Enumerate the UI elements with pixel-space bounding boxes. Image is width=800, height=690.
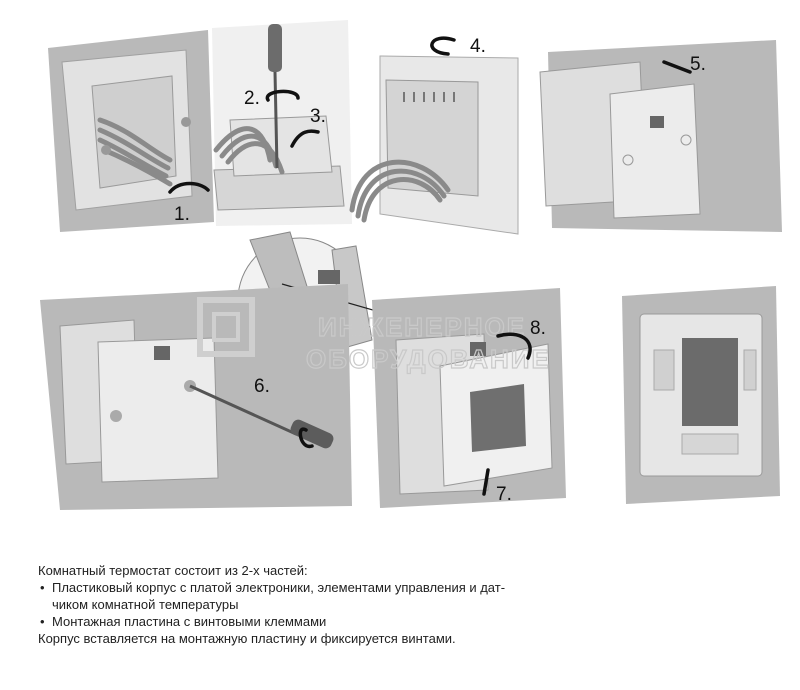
step-label-5: 5.	[690, 54, 706, 75]
watermark: ИНЖЕНЕРНОЕ ОБОРУДОВАНИЕ	[197, 297, 551, 375]
caption-intro: Комнатный термостат состоит из 2-х часте…	[38, 563, 308, 578]
arrows	[168, 36, 692, 496]
list-item-line1: Пластиковый корпус с платой электроники,…	[52, 580, 506, 595]
caption-text: Комнатный термостат состоит из 2-х часте…	[38, 562, 558, 647]
step-label-3: 3.	[310, 106, 326, 127]
step-label-6: 6.	[254, 376, 270, 397]
step-label-1: 1.	[174, 204, 190, 225]
list-item-line: Монтажная пластина с винтовыми клеммами	[52, 614, 327, 629]
panel-final-assembled	[622, 286, 780, 504]
parts-list-2: Монтажная пластина с винтовыми клеммами	[38, 613, 558, 630]
watermark-line2: ОБОРУДОВАНИЕ	[306, 344, 551, 374]
list-item: Монтажная пластина с винтовыми клеммами	[38, 613, 558, 630]
panel-1-wall-box	[48, 30, 214, 232]
panel-2-mounting-plate	[212, 20, 352, 226]
caption-outro: Корпус вставляется на монтажную пластину…	[38, 631, 456, 646]
installation-diagram: ИНЖЕНЕРНОЕ ОБОРУДОВАНИЕ 1. 2. 3. 4. 5. 6…	[40, 20, 782, 510]
screwdriver-handle	[268, 24, 282, 72]
step-label-4: 4.	[470, 36, 486, 57]
panel-6-screw-fixing	[40, 284, 352, 510]
panel-7-8-front-cover	[372, 288, 566, 508]
panel-5-plate-insert	[539, 40, 782, 232]
list-item: Пластиковый корпус с платой электроники,…	[38, 579, 558, 596]
step-label-7: 7.	[496, 484, 512, 505]
parts-list: Пластиковый корпус с платой электроники,…	[38, 579, 558, 596]
watermark-line1: ИНЖЕНЕРНОЕ	[318, 312, 526, 342]
wire-bundle	[97, 117, 173, 187]
step-label-8: 8.	[530, 318, 546, 339]
list-item-continuation: чиком комнатной температуры	[52, 597, 239, 612]
panel-4-back-housing	[349, 55, 519, 235]
step-label-2: 2.	[244, 88, 260, 109]
screwdriver-handle	[290, 419, 334, 449]
